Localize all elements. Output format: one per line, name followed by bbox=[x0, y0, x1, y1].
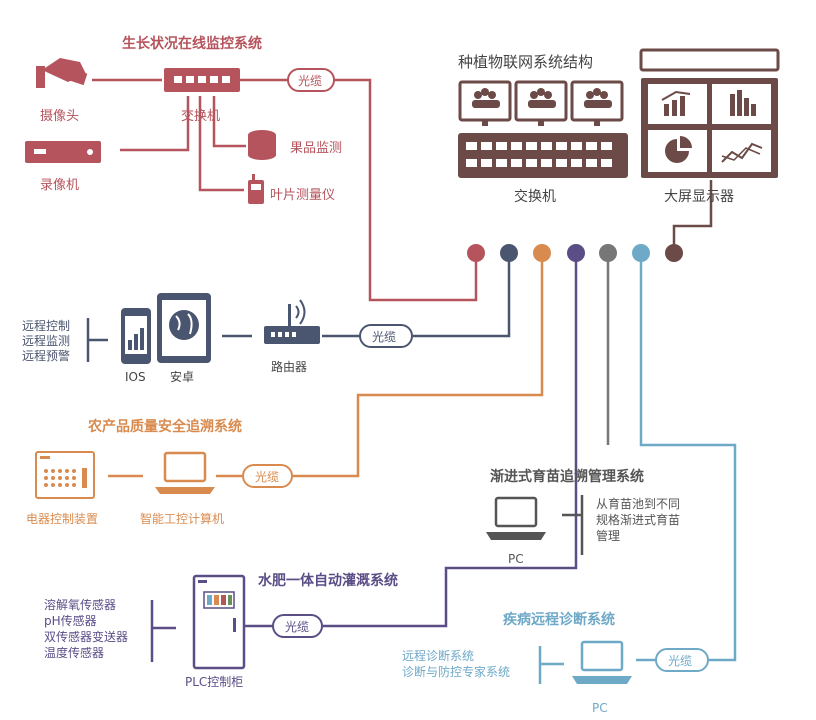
sensor-3: 双传感器变送器 bbox=[44, 629, 128, 644]
quality-system: 农产品质量安全追溯系统 电器控制装置 智能工控计算机 光缆 bbox=[26, 418, 293, 526]
disease-item-2: 诊断与防控专家系统 bbox=[402, 664, 510, 679]
dot-navy bbox=[500, 244, 518, 262]
irrigation-cable-label: 光缆 bbox=[285, 620, 309, 634]
plc-cabinet-icon bbox=[192, 574, 246, 670]
iot-structure: 种植物联网系统结构 bbox=[458, 48, 780, 205]
disease-title: 疾病远程诊断系统 bbox=[503, 611, 615, 628]
brown-line bbox=[672, 180, 713, 246]
seedling-title: 渐进式育苗追溯管理系统 bbox=[490, 468, 644, 485]
people-monitors-icon bbox=[458, 80, 624, 126]
sensor-1: 溶解氧传感器 bbox=[44, 597, 116, 612]
disease-system: 疾病远程诊断系统 远程诊断系统 诊断与防控专家系统 PC 光缆 bbox=[402, 611, 709, 715]
sensor-bracket bbox=[150, 600, 176, 662]
disease-cable-pill: 光缆 bbox=[655, 648, 709, 672]
dot-brown bbox=[665, 244, 683, 262]
monitor-cable-label: 光缆 bbox=[298, 74, 322, 88]
orange-line bbox=[292, 256, 544, 478]
iot-title: 种植物联网系统结构 bbox=[458, 53, 593, 71]
big-screen-icon bbox=[639, 48, 780, 178]
dot-orange bbox=[533, 244, 551, 262]
connection-dots bbox=[467, 244, 683, 262]
disease-bracket bbox=[538, 646, 564, 684]
leaf-label: 叶片测量仪 bbox=[270, 188, 335, 203]
monitor-switch-icon bbox=[164, 68, 240, 92]
control-device-icon bbox=[35, 451, 95, 499]
disease-cable-label: 光缆 bbox=[668, 654, 692, 668]
mobile-bracket bbox=[86, 318, 108, 362]
mobile-section: 远程控制 远程监测 远程预警 IOS 安卓 路由器 光缆 bbox=[22, 293, 413, 384]
fruit-monitor-icon bbox=[248, 130, 276, 160]
seedling-desc-1: 从育苗池到不同 bbox=[596, 496, 680, 511]
quality-title: 农产品质量安全追溯系统 bbox=[87, 418, 242, 435]
quality-cable-pill: 光缆 bbox=[242, 464, 293, 488]
quality-laptop-icon bbox=[155, 451, 215, 494]
monitor-switch-label: 交换机 bbox=[181, 108, 220, 124]
irrigation-title: 水肥一体自动灌溉系统 bbox=[258, 572, 398, 589]
seedling-pc-label: PC bbox=[508, 552, 524, 566]
red-line bbox=[333, 78, 478, 302]
iot-switch-label: 交换机 bbox=[514, 188, 556, 205]
screen-label: 大屏显示器 bbox=[664, 189, 734, 205]
navy-line bbox=[412, 256, 511, 338]
ios-phone-icon bbox=[121, 308, 151, 364]
camera-label: 摄像头 bbox=[40, 109, 79, 124]
plc-label: PLC控制柜 bbox=[185, 675, 243, 689]
remote-control-text: 远程控制 bbox=[22, 318, 70, 333]
seedling-system: 渐进式育苗追溯管理系统 PC 从育苗池到不同 规格渐进式育苗 管理 bbox=[486, 468, 680, 566]
android-tablet-icon bbox=[157, 293, 211, 363]
remote-monitor-text: 远程监测 bbox=[22, 333, 70, 348]
router-icon bbox=[264, 299, 320, 344]
seedling-bracket bbox=[562, 495, 584, 555]
recorder-icon bbox=[25, 141, 101, 163]
seedling-laptop-icon bbox=[486, 496, 546, 540]
iot-switch-icon bbox=[458, 133, 628, 178]
disease-pc-label: PC bbox=[592, 701, 608, 715]
control-device-label: 电器控制装置 bbox=[26, 512, 98, 526]
seedling-desc-2: 规格渐进式育苗 bbox=[596, 512, 680, 527]
irrigation-cable-pill: 光缆 bbox=[272, 614, 323, 638]
purple-line bbox=[322, 256, 578, 628]
sensor-4: 温度传感器 bbox=[44, 645, 104, 660]
quality-cable-label: 光缆 bbox=[255, 470, 279, 484]
sensor-2: pH传感器 bbox=[44, 613, 97, 628]
monitoring-system: 生长状况在线监控系统 摄像头 交换机 录像机 果品监测 bbox=[25, 35, 342, 204]
irrigation-system: 水肥一体自动灌溉系统 溶解氧传感器 pH传感器 双传感器变送器 温度传感器 PL… bbox=[44, 572, 398, 689]
ios-label: IOS bbox=[125, 370, 146, 384]
router-cable-pill: 光缆 bbox=[359, 324, 413, 348]
monitor-cable-pill: 光缆 bbox=[287, 68, 335, 92]
disease-laptop-icon bbox=[572, 640, 632, 684]
monitor-title: 生长状况在线监控系统 bbox=[122, 35, 262, 52]
leaf-meter-icon bbox=[248, 174, 264, 204]
connection-lines bbox=[92, 78, 737, 662]
fruit-label: 果品监测 bbox=[290, 141, 342, 156]
router-label: 路由器 bbox=[271, 359, 307, 374]
camera-icon bbox=[36, 58, 88, 88]
recorder-label: 录像机 bbox=[40, 178, 79, 193]
dot-red bbox=[467, 244, 485, 262]
dot-lightblue bbox=[632, 244, 650, 262]
android-label: 安卓 bbox=[170, 369, 194, 384]
disease-item-1: 远程诊断系统 bbox=[402, 648, 474, 663]
dot-gray bbox=[599, 244, 617, 262]
quality-computer-label: 智能工控计算机 bbox=[140, 511, 224, 526]
router-cable-label: 光缆 bbox=[372, 330, 396, 344]
dot-purple bbox=[567, 244, 585, 262]
seedling-desc-3: 管理 bbox=[596, 528, 620, 543]
remote-warning-text: 远程预警 bbox=[22, 348, 70, 363]
lightblue-line bbox=[639, 256, 737, 662]
